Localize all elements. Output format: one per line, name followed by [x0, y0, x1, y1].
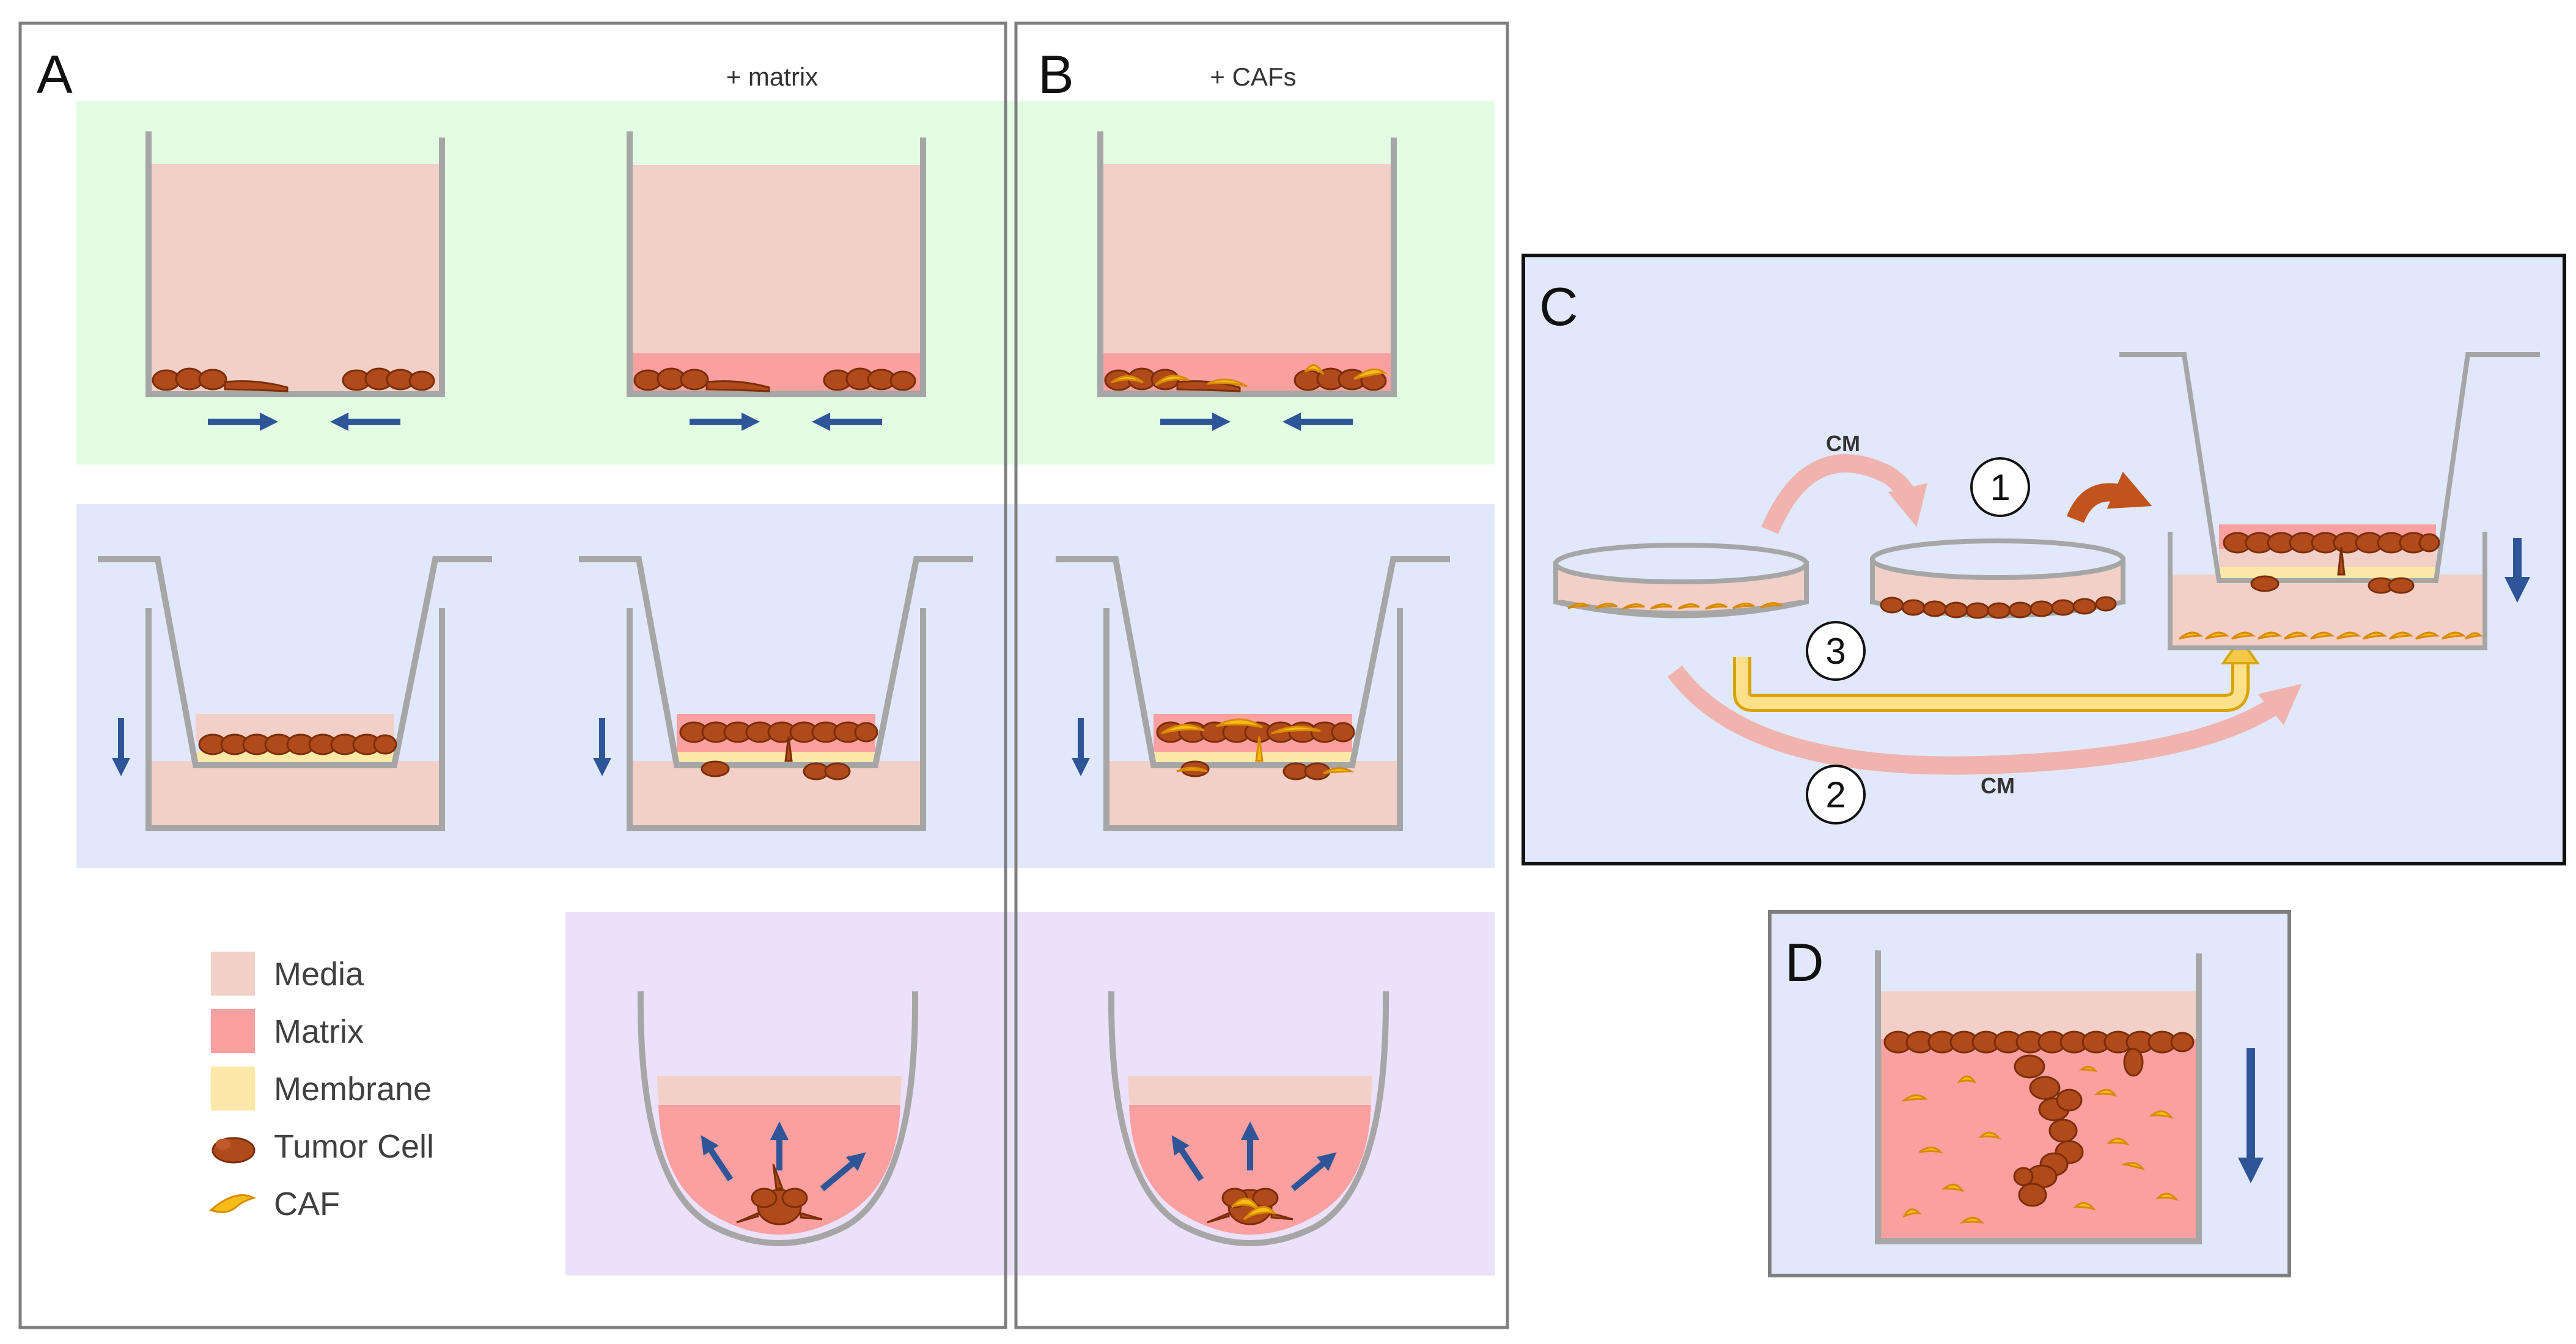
well-d-invasion — [1875, 950, 2202, 1244]
legend-label-media: Media — [274, 956, 364, 993]
legend-label-matrix: Matrix — [274, 1013, 364, 1050]
legend-swatch-matrix — [211, 1009, 255, 1053]
panel-b-letter: B — [1038, 44, 1074, 105]
caf-cell — [1353, 368, 1387, 380]
transwell-caf — [1056, 556, 1450, 831]
tumor-cell-icon — [212, 1137, 256, 1164]
curved-arrow-icon — [1667, 666, 2302, 775]
cm-label-top: CM — [1826, 431, 1860, 456]
step-2-badge: 2 — [1806, 765, 1866, 824]
caf-cell — [1304, 364, 1325, 375]
step-3-badge: 3 — [1806, 621, 1866, 681]
dish-caf — [1553, 543, 1809, 619]
panel-a-letter: A — [37, 44, 73, 105]
well-2d-control — [145, 131, 445, 397]
caf-icon — [209, 1194, 257, 1213]
yellow-arrow-head — [2221, 636, 2260, 664]
curved-arrow-icon — [2067, 471, 2152, 523]
well-2d-matrix — [627, 131, 926, 397]
svg-text:2: 2 — [1825, 774, 1846, 815]
legend: Media Matrix Membrane Tumor Cell CAF — [209, 952, 434, 1222]
tumor-cell-cluster-right — [342, 367, 435, 391]
panel-a-header: + matrix — [726, 62, 819, 91]
panel-c-letter: C — [1539, 276, 1578, 337]
legend-label-tumor-cell: Tumor Cell — [274, 1128, 434, 1165]
panel-d-letter: D — [1785, 932, 1824, 993]
arrow-up-icon — [1171, 1135, 1204, 1181]
transwell-matrix — [579, 556, 973, 831]
dish-tumor — [1870, 538, 2125, 619]
legend-label-membrane: Membrane — [274, 1071, 432, 1107]
arrow-up-icon — [701, 1135, 734, 1181]
tumor-cell-cluster-left — [152, 367, 289, 392]
legend-swatch-membrane — [211, 1067, 255, 1111]
svg-text:1: 1 — [1990, 467, 2010, 508]
legend-label-caf: CAF — [274, 1186, 340, 1222]
arrow-up-icon — [820, 1152, 866, 1191]
caf-cell — [1111, 375, 1144, 384]
transwell-c — [2119, 352, 2540, 650]
caf-cell — [1207, 378, 1248, 387]
step-1-badge: 1 — [1970, 457, 2030, 517]
caf-cell — [1154, 375, 1190, 386]
cm-label-bottom: CM — [1981, 773, 2015, 798]
svg-text:3: 3 — [1825, 631, 1846, 672]
transwell-control — [98, 556, 492, 831]
invading-tumor-strand — [2013, 1054, 2084, 1207]
curved-arrow-icon — [1761, 454, 1927, 534]
arrow-up-icon — [1290, 1152, 1337, 1191]
caf-scatter — [1901, 1066, 2179, 1224]
legend-swatch-media — [211, 952, 255, 996]
panel-b-header: + CAFs — [1210, 62, 1296, 91]
tumor-cell-layer — [1883, 1030, 2195, 1077]
spheroid-tumor — [736, 1164, 823, 1225]
well-2d-caf — [1097, 131, 1397, 397]
